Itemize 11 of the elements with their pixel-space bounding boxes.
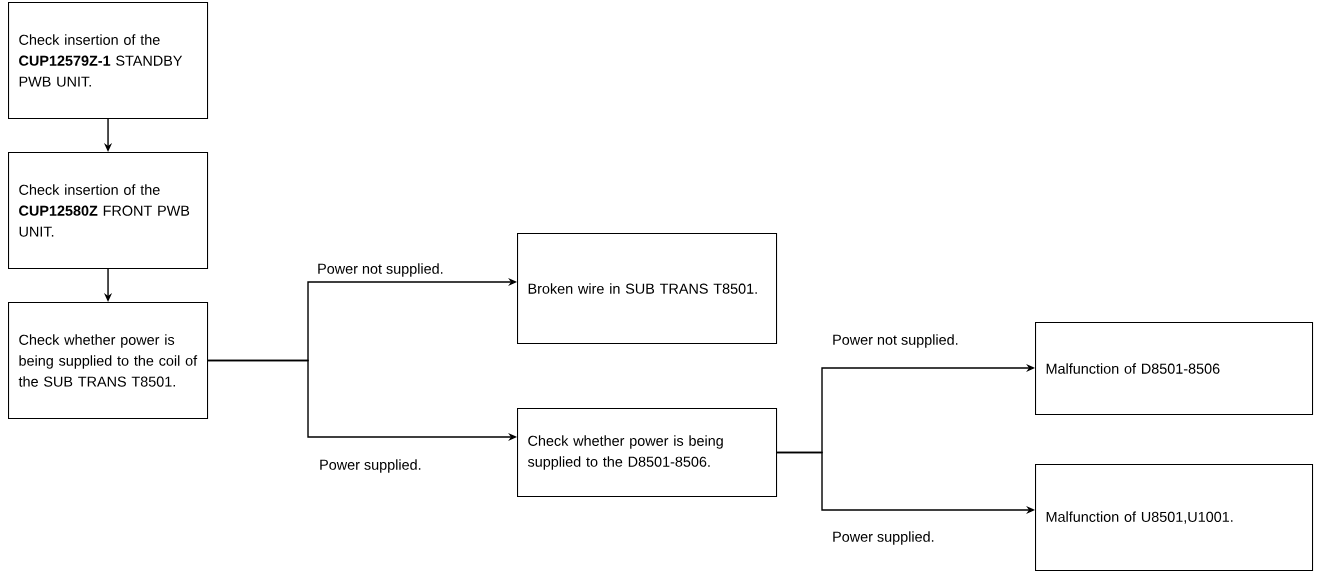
edge-label: Power not supplied. — [315, 261, 446, 279]
edge-label: Power not supplied. — [830, 332, 961, 350]
process-box: Check whether power is being supplied to the coil of the SUB TRANS T8501. — [8, 302, 209, 420]
process-box: Check insertion of the CUP12579Z-1 STANDBY PWB UNIT. — [8, 2, 209, 120]
process-box: Broken wire in SUB TRANS T8501. — [517, 233, 778, 345]
edge-label: Power supplied. — [317, 457, 424, 475]
edge-label: Power supplied. — [830, 529, 937, 547]
process-box: Malfunction of D8501-8506 — [1035, 322, 1314, 416]
process-box: Check insertion of the CUP12580Z FRONT PWB UNIT. — [8, 152, 209, 270]
process-box: Check whether power is being supplied to the D8501-8506. — [517, 408, 778, 498]
process-box: Malfunction of U8501,U1001. — [1035, 464, 1314, 572]
